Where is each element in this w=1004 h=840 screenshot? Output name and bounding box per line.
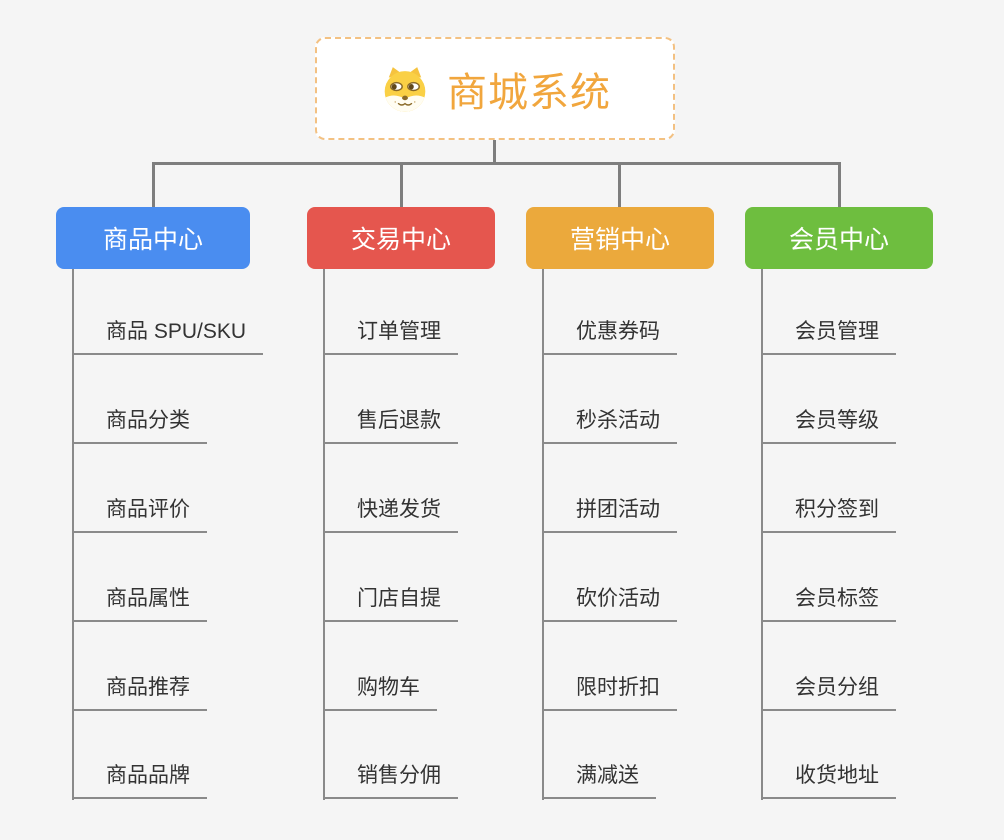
leaf-node[interactable]: 满减送 [542, 711, 656, 799]
connector-drop-member [838, 162, 841, 208]
leaf-node[interactable]: 门店自提 [323, 533, 458, 622]
leaf-node[interactable]: 商品推荐 [72, 622, 207, 711]
connector-drop-marketing [618, 162, 621, 208]
root-node[interactable]: 商城系统 [315, 37, 675, 140]
connector-rail [152, 162, 841, 165]
dog-icon [384, 66, 426, 112]
leaf-node[interactable]: 购物车 [323, 622, 437, 711]
leaf-node[interactable]: 会员标签 [761, 533, 896, 622]
connector-drop-product [152, 162, 155, 208]
leaf-node[interactable]: 售后退款 [323, 355, 458, 444]
leaf-column-trade: 订单管理 售后退款 快递发货 门店自提 购物车 销售分佣 [323, 269, 458, 799]
leaf-node[interactable]: 快递发货 [323, 444, 458, 533]
leaf-node[interactable]: 商品品牌 [72, 711, 207, 799]
leaf-column-member: 会员管理 会员等级 积分签到 会员标签 会员分组 收货地址 [761, 269, 896, 799]
leaf-node[interactable]: 商品属性 [72, 533, 207, 622]
branch-node-product-center[interactable]: 商品中心 [56, 207, 250, 269]
branch-node-member-center[interactable]: 会员中心 [745, 207, 933, 269]
branch-spine-member [761, 269, 763, 800]
connector-root-drop [493, 140, 496, 163]
root-title: 商城系统 [447, 70, 611, 115]
leaf-node[interactable]: 限时折扣 [542, 622, 677, 711]
leaf-node[interactable]: 商品 SPU/SKU [72, 269, 264, 355]
leaf-node[interactable]: 订单管理 [323, 269, 458, 355]
leaf-column-product: 商品 SPU/SKU 商品分类 商品评价 商品属性 商品推荐 商品品牌 [72, 269, 264, 799]
leaf-node[interactable]: 收货地址 [761, 711, 896, 799]
branch-spine-trade [323, 269, 325, 800]
branch-node-trade-center[interactable]: 交易中心 [307, 207, 495, 269]
leaf-node[interactable]: 拼团活动 [542, 444, 677, 533]
leaf-node[interactable]: 秒杀活动 [542, 355, 677, 444]
leaf-node[interactable]: 会员等级 [761, 355, 896, 444]
leaf-node[interactable]: 会员管理 [761, 269, 896, 355]
leaf-node[interactable]: 优惠券码 [542, 269, 677, 355]
leaf-node[interactable]: 会员分组 [761, 622, 896, 711]
leaf-node[interactable]: 积分签到 [761, 444, 896, 533]
connector-drop-trade [400, 162, 403, 208]
branch-node-marketing-center[interactable]: 营销中心 [526, 207, 714, 269]
branch-spine-product [72, 269, 74, 800]
leaf-node[interactable]: 商品分类 [72, 355, 207, 444]
branch-spine-marketing [542, 269, 544, 800]
leaf-column-marketing: 优惠券码 秒杀活动 拼团活动 砍价活动 限时折扣 满减送 [542, 269, 677, 799]
leaf-node[interactable]: 销售分佣 [323, 711, 458, 799]
leaf-node[interactable]: 商品评价 [72, 444, 207, 533]
leaf-node[interactable]: 砍价活动 [542, 533, 677, 622]
